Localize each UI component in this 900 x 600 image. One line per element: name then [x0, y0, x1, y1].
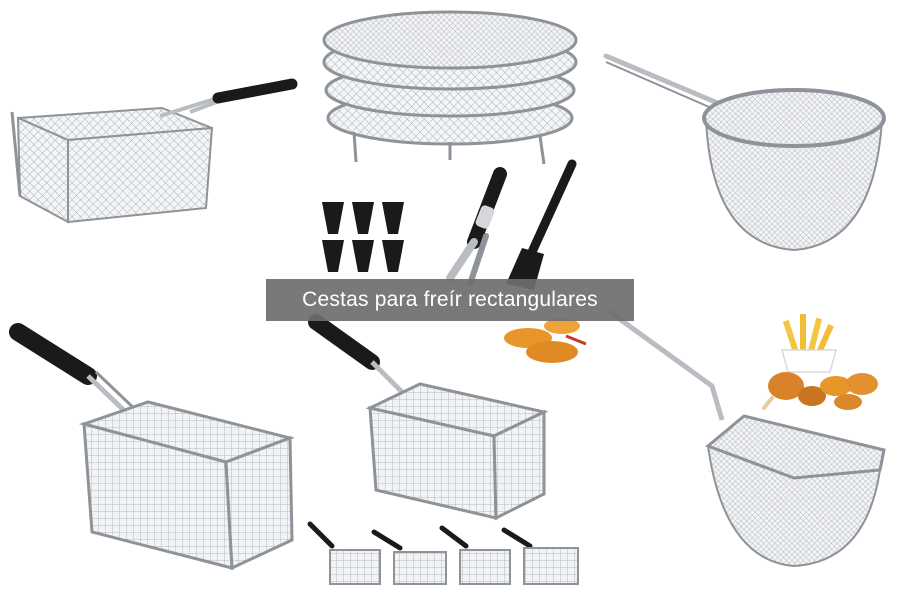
round-air-fryer-racks-stack [322, 10, 578, 165]
medium-rectangular-fry-basket [308, 314, 549, 521]
serving-fry-basket-with-food [607, 309, 886, 568]
mini-fry-baskets-set [307, 521, 579, 585]
french-fries [781, 314, 837, 373]
tongs [446, 167, 507, 287]
round-strainer-basket [603, 53, 886, 252]
basting-brush [506, 159, 577, 290]
caption-banner: Cestas para freír rectangulares [266, 279, 634, 321]
fried-food-pieces [504, 318, 587, 363]
large-rectangular-fry-basket [9, 323, 296, 571]
rectangular-fry-basket-top-left [10, 78, 298, 224]
silicone-feet-set [322, 202, 404, 272]
fried-chicken [762, 372, 878, 410]
